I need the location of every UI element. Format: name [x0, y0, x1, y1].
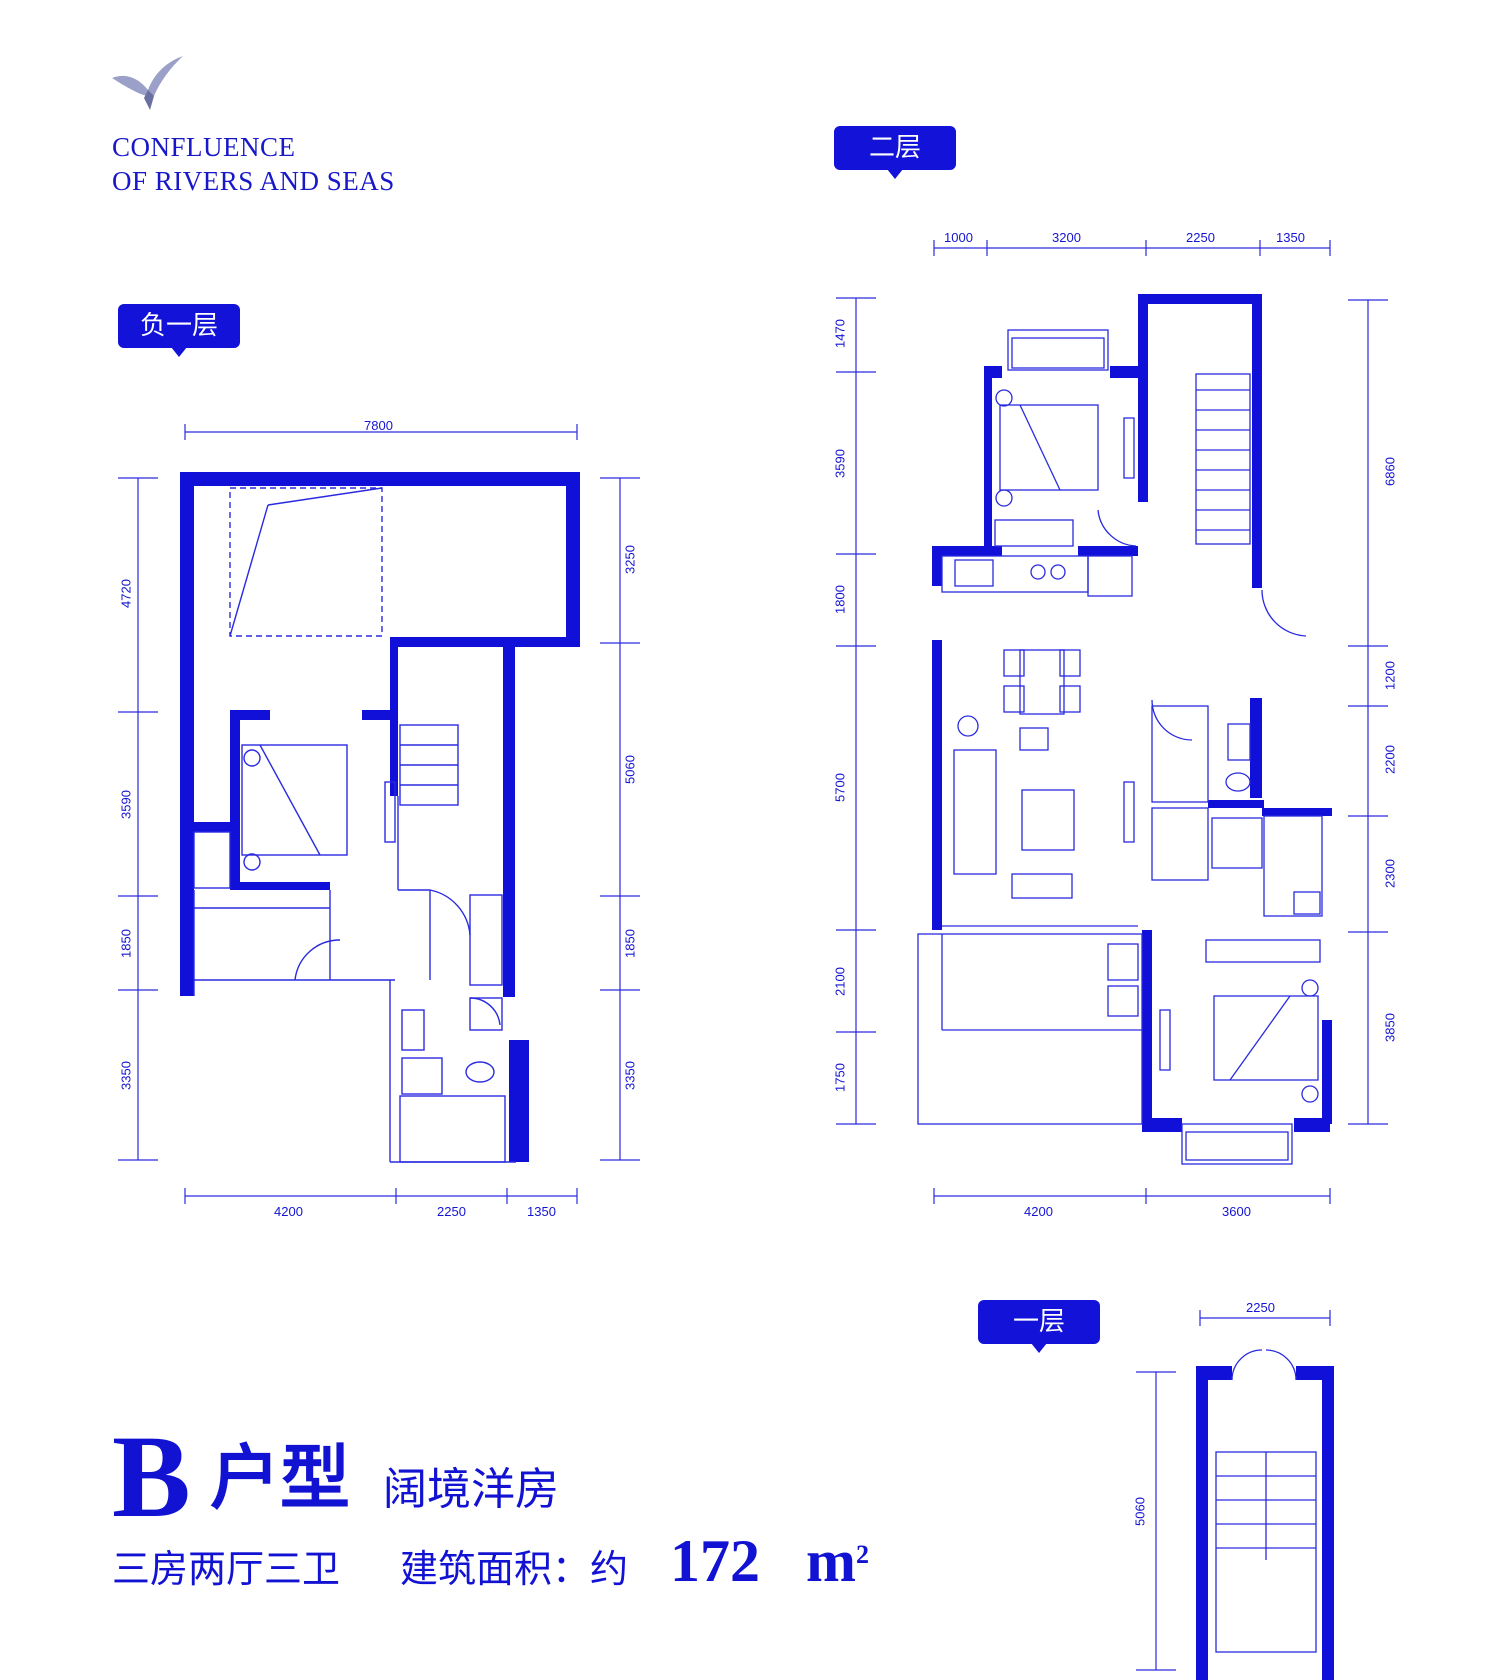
- area-unit-exp: 2: [855, 1540, 869, 1569]
- second-left-dim-4: 5700: [832, 773, 848, 802]
- unit-style: 阔境洋房: [383, 1464, 559, 1515]
- area-unit: m2: [806, 1526, 869, 1596]
- tag-second-floor: 二层: [834, 126, 956, 179]
- unit-type-letter: B: [112, 1411, 191, 1542]
- seagull-icon: [112, 56, 183, 110]
- second-left-dim-3: 1800: [832, 585, 848, 614]
- room-config: 三房两厅三卫: [112, 1547, 341, 1591]
- second-right-dim-1: 6860: [1382, 457, 1398, 486]
- basement-right-dim-4: 3350: [622, 1061, 638, 1090]
- second-right-dim-2: 1200: [1382, 661, 1398, 690]
- brand-line-2: OF RIVERS AND SEAS: [112, 166, 395, 196]
- second-left-dim-6: 1750: [832, 1063, 848, 1092]
- unit-type-suffix: 户型: [210, 1437, 350, 1519]
- area-label: 建筑面积：约: [400, 1547, 629, 1591]
- second-left-dim-1: 1470: [832, 319, 848, 348]
- second-right-dim-4: 2300: [1382, 859, 1398, 888]
- area-unit-base: m: [806, 1528, 856, 1594]
- basement-bottom-dim-3: 1350: [527, 1204, 556, 1219]
- basement-left-dim-4: 3350: [118, 1061, 134, 1090]
- basement-bottom-dim-1: 4200: [274, 1204, 303, 1219]
- second-right-dim-3: 2200: [1382, 745, 1398, 774]
- basement-bottom-dim-2: 2250: [437, 1204, 466, 1219]
- tag-first-floor: 一层: [978, 1300, 1100, 1353]
- area-value: 172: [670, 1528, 760, 1594]
- second-top-dim-2: 3200: [1052, 230, 1081, 245]
- basement-left-dim-2: 3590: [118, 790, 134, 819]
- second-left-dim-5: 2100: [832, 967, 848, 996]
- brand-name: CONFLUENCE OF RIVERS AND SEAS: [112, 130, 395, 198]
- basement-top-dim: 7800: [364, 418, 393, 433]
- basement-left-dim-1: 4720: [118, 579, 134, 608]
- basement-right-dim-3: 1850: [622, 929, 638, 958]
- basement-right-dim-2: 5060: [622, 755, 638, 784]
- second-top-dim-1: 1000: [944, 230, 973, 245]
- second-top-dim-3: 2250: [1186, 230, 1215, 245]
- tag-basement: 负一层: [118, 304, 240, 357]
- first-top-dim: 2250: [1246, 1300, 1275, 1315]
- second-left-dim-2: 3590: [832, 449, 848, 478]
- second-top-dim-4: 1350: [1276, 230, 1305, 245]
- basement-right-dim-1: 3250: [622, 545, 638, 574]
- brand-line-1: CONFLUENCE: [112, 132, 296, 162]
- first-left-dim: 5060: [1132, 1497, 1148, 1526]
- basement-left-dim-3: 1850: [118, 929, 134, 958]
- second-bottom-dim-2: 3600: [1222, 1204, 1251, 1219]
- second-right-dim-5: 3850: [1382, 1013, 1398, 1042]
- second-bottom-dim-1: 4200: [1024, 1204, 1053, 1219]
